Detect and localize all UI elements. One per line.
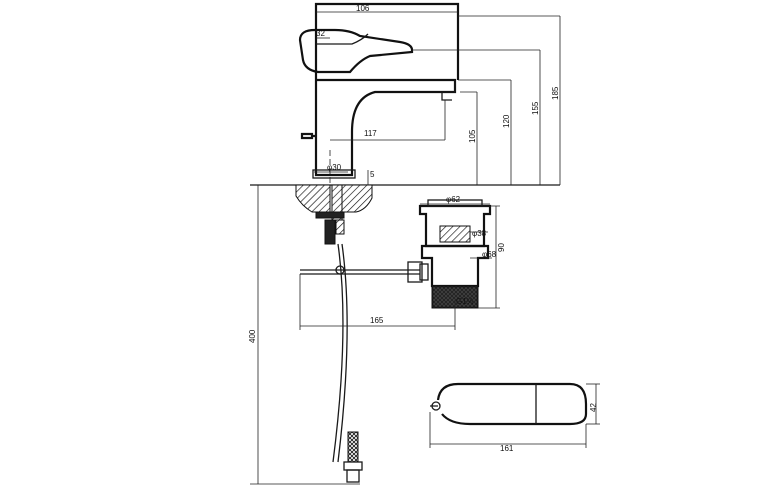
rod-pivot-nut [407,261,423,283]
dim-5: 5 [370,170,375,179]
popup-knob [300,132,316,140]
dim-185: 185 [551,86,560,100]
dim-161: 161 [500,444,514,453]
lever-detail [316,33,369,45]
dim-thread: G1¼ [456,297,474,306]
dimension-lines [250,11,600,485]
lever-handle [298,28,414,74]
plan-pivot [431,401,441,411]
plan-handle [436,382,588,426]
lever-housing [314,2,460,80]
drain-assembly [418,199,492,309]
dim-drain-inner: φ38 [472,229,487,238]
dim-400: 400 [248,329,257,343]
dim-155: 155 [531,101,540,115]
supply-hose [332,243,363,483]
faucet-base [312,169,356,179]
dim-32: 32 [316,29,325,38]
hose-inner [337,243,348,463]
mounting-nut [315,211,345,219]
faucet-elevation [298,2,460,190]
hose-nut [343,461,363,471]
hose-braid [347,431,359,463]
drain-body [420,244,490,288]
dimension-labels: 106 32 117 105 120 155 185 φ30 5 φ62 φ38… [248,4,598,453]
deck-right [341,184,373,213]
stud-end [335,219,345,235]
hose-end [346,469,360,483]
drain-cap [427,199,483,207]
deck-left [295,184,331,213]
spout-outlet [440,80,456,101]
deck-section [250,184,560,245]
drain-stopper [439,225,471,243]
dim-42: 42 [589,403,598,412]
plan-view [430,382,588,426]
dim-drain-body: φ68 [482,250,497,259]
popup-rod [300,261,429,283]
dim-165: 165 [370,316,384,325]
dim-117: 117 [364,129,377,138]
dim-90: 90 [497,243,506,252]
dim-hole-diameter: φ30 [327,163,342,172]
dim-106: 106 [356,4,370,13]
flexible-hose-top-fitting [324,219,336,245]
dim-105: 105 [468,129,477,143]
faucet-body [314,78,457,177]
dim-drain-top: φ62 [446,195,461,204]
dim-120: 120 [502,114,511,128]
rod-clip [335,265,345,275]
